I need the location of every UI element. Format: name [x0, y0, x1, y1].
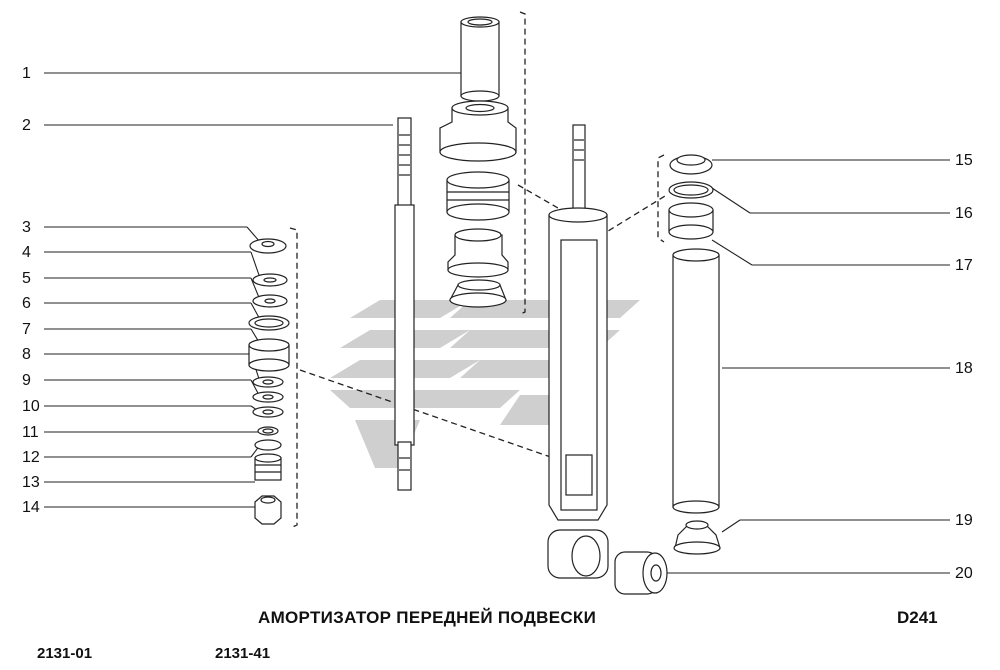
callout-13: 13 [22, 474, 40, 491]
callout-18: 18 [955, 360, 973, 377]
diagram-code: D241 [897, 608, 938, 627]
callout-8: 8 [22, 346, 31, 363]
shock-absorber-body [547, 124, 609, 579]
callout-10: 10 [22, 398, 40, 415]
small-parts-stack [248, 238, 290, 525]
callout-4: 4 [22, 244, 31, 261]
callout-14: 14 [22, 499, 40, 516]
part-2-rod [394, 117, 415, 491]
callout-1: 1 [22, 65, 31, 82]
callout-12: 12 [22, 449, 40, 466]
part-20-bushing [614, 551, 668, 595]
model-code-2: 2131-41 [215, 645, 271, 662]
callout-6: 6 [22, 295, 31, 312]
callout-9: 9 [22, 372, 31, 389]
rings-15-17 [668, 154, 714, 240]
callout-16: 16 [955, 205, 973, 222]
part-19-bumper [673, 520, 721, 555]
callout-17: 17 [955, 257, 973, 274]
upper-mount-parts [439, 100, 517, 308]
callout-2: 2 [22, 117, 31, 134]
leader-lines-left [44, 72, 462, 508]
callout-15: 15 [955, 152, 973, 169]
model-code-1: 2131-01 [37, 645, 93, 662]
callout-20: 20 [955, 565, 973, 582]
dashed-brackets [289, 11, 666, 529]
callout-11: 11 [22, 424, 39, 441]
part-1-sleeve [460, 16, 500, 102]
callout-7: 7 [22, 321, 31, 338]
callout-3: 3 [22, 219, 31, 236]
diagram-title: АМОРТИЗАТОР ПЕРЕДНЕЙ ПОДВЕСКИ [258, 608, 597, 627]
callout-5: 5 [22, 270, 31, 287]
leader-lines-right [658, 159, 950, 574]
callout-19: 19 [955, 512, 973, 529]
part-18-boot [672, 248, 720, 514]
